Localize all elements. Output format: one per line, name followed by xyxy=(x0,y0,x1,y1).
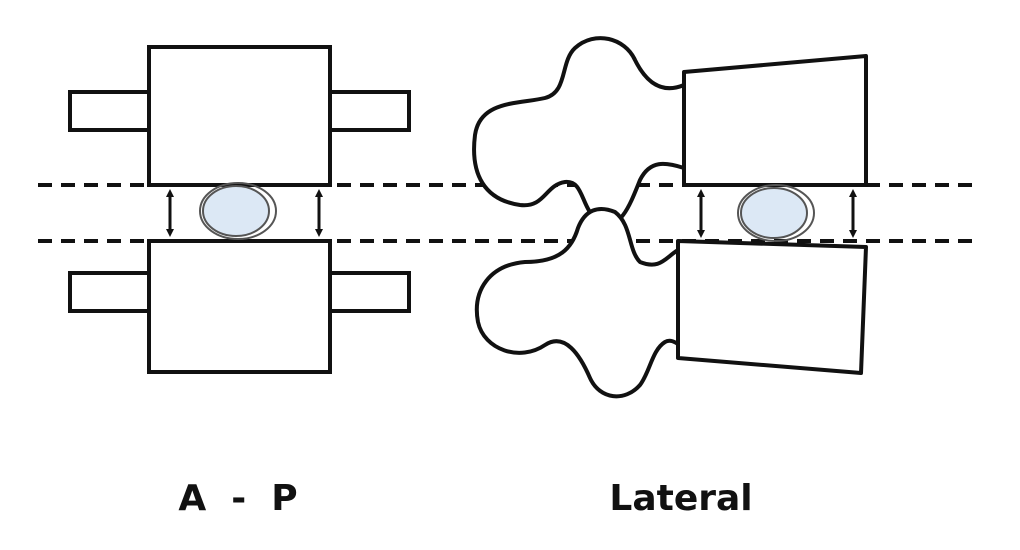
lateral-lower-posterior-element xyxy=(474,207,682,399)
ap-disc xyxy=(199,182,277,240)
ap-view-label: A - P xyxy=(178,478,298,519)
lateral-lower-vertebra xyxy=(676,239,868,375)
ap-view xyxy=(68,45,411,374)
ap-upper-left-process xyxy=(68,90,151,132)
lateral-view xyxy=(472,36,868,399)
lateral-view-label: Lateral xyxy=(609,478,753,519)
lateral-disc xyxy=(737,184,815,242)
ap-upper-vertebra xyxy=(147,45,332,187)
ap-upper-right-process xyxy=(328,90,411,132)
ap-lower-left-process xyxy=(68,271,151,313)
ap-lower-vertebra xyxy=(147,239,332,374)
lateral-upper-vertebra xyxy=(682,54,868,187)
lateral-upper-posterior-element xyxy=(472,36,686,227)
ap-lower-right-process xyxy=(328,271,411,313)
